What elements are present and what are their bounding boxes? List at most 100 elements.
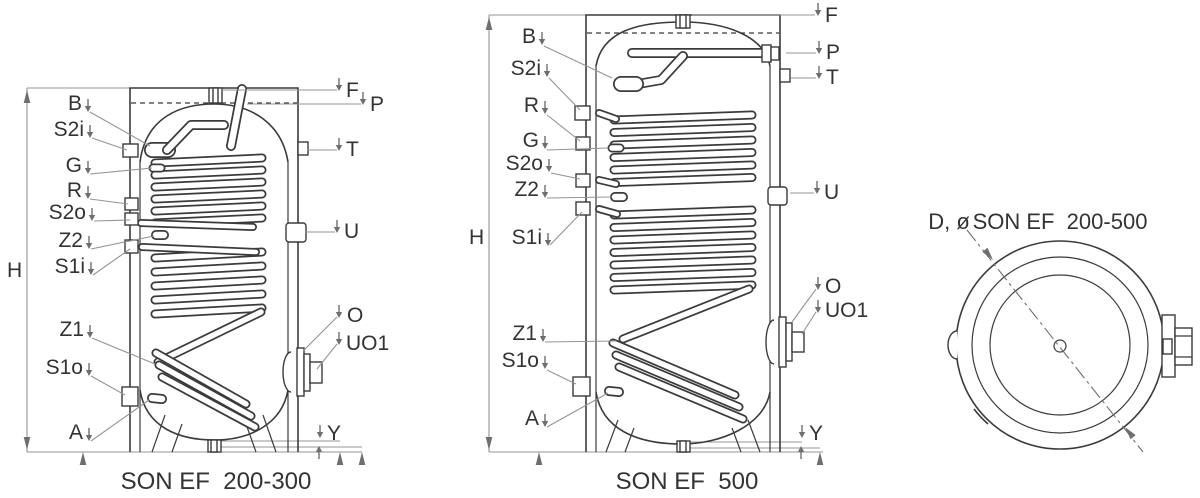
port-s2i-nozzle xyxy=(574,105,591,121)
down-arrow-icon xyxy=(85,362,93,377)
port-label-o: O xyxy=(347,304,363,327)
caption-top-view: SON EF 200-500 xyxy=(973,209,1148,234)
port-s2o-nozzle xyxy=(575,173,591,188)
down-arrow-icon xyxy=(541,413,549,428)
port-label-a: A xyxy=(69,421,83,444)
down-arrow-icon xyxy=(798,424,806,439)
lower-coil-small xyxy=(150,247,267,319)
port-label-z1: Z1 xyxy=(512,322,537,345)
port-label-f: F xyxy=(825,4,838,27)
dimension-lines-large xyxy=(485,14,824,465)
upper-coil-large xyxy=(609,110,757,187)
port-s1i-nozzle xyxy=(575,201,591,216)
outer-shell-circle xyxy=(955,240,1165,450)
down-arrow-icon xyxy=(541,355,549,370)
down-arrow-icon xyxy=(84,98,92,113)
inner-tank-circle xyxy=(989,274,1131,416)
down-arrow-icon xyxy=(85,235,93,250)
port-label-t: T xyxy=(346,138,359,161)
port-label-uo1: UO1 xyxy=(346,332,389,355)
dim-label-h: H xyxy=(469,226,484,249)
port-t-nozzle xyxy=(779,68,791,83)
down-arrow-icon xyxy=(359,91,367,106)
port-u-connector xyxy=(767,186,788,206)
top-view-200-500: D, ø SON EF 200-500 xyxy=(928,209,1193,453)
port-label-u: U xyxy=(344,220,359,243)
side-tab xyxy=(947,330,958,360)
port-label-z2: Z2 xyxy=(58,229,83,252)
down-arrow-icon xyxy=(84,185,92,200)
port-label-uo1: UO1 xyxy=(825,299,868,322)
baseline-arrow-icon xyxy=(816,452,824,465)
port-label-b: B xyxy=(68,92,82,115)
baseline-arrow-icon xyxy=(535,452,543,465)
down-arrow-icon xyxy=(814,276,822,291)
upper-coil-small xyxy=(150,153,267,228)
port-label-y: Y xyxy=(327,422,341,445)
tank-body-small xyxy=(129,84,299,453)
port-u-connector xyxy=(285,222,307,243)
down-arrow-icon xyxy=(815,65,823,80)
dim-arrow-down-icon xyxy=(23,437,31,450)
front-view-500: B S2i R G S2o Z2 S1i Z1 S1o A H F P xyxy=(469,2,868,495)
leader-lines-small xyxy=(89,89,361,442)
down-arrow-icon xyxy=(335,331,343,346)
down-arrow-icon xyxy=(84,160,92,175)
lower-coil-large xyxy=(609,205,757,295)
down-arrow-icon xyxy=(538,31,546,46)
port-label-s1o: S1o xyxy=(46,356,83,379)
down-arrow-icon xyxy=(815,40,823,55)
heater-flange-small xyxy=(144,120,229,158)
dim-arrow-up-icon xyxy=(23,90,31,103)
port-label-s1i: S1i xyxy=(512,226,542,249)
down-arrow-icon xyxy=(86,124,94,139)
down-arrow-icon xyxy=(335,77,343,92)
down-arrow-icon xyxy=(333,219,341,234)
port-a-socket xyxy=(604,386,624,397)
down-arrow-icon xyxy=(316,424,324,439)
caption-large-tank: SON EF 500 xyxy=(616,468,759,495)
port-label-z1: Z1 xyxy=(59,318,84,341)
down-arrow-icon xyxy=(86,324,94,339)
port-label-f: F xyxy=(346,79,359,102)
port-label-a: A xyxy=(525,407,539,430)
baseline-arrow-icon xyxy=(336,452,344,465)
down-arrow-icon xyxy=(335,304,343,319)
port-label-s1i: S1i xyxy=(55,255,85,278)
down-arrow-icon xyxy=(543,63,551,78)
down-arrow-icon xyxy=(541,100,549,115)
port-label-s1o: S1o xyxy=(502,349,539,372)
insulation-circle xyxy=(971,256,1149,434)
port-label-g: G xyxy=(523,129,539,152)
flange-plate xyxy=(296,347,305,397)
port-a-socket xyxy=(147,393,167,404)
flange-boss xyxy=(791,331,805,353)
down-arrow-icon xyxy=(87,261,95,276)
labels-large: B S2i R G S2o Z2 S1i Z1 S1o A H F P xyxy=(469,2,868,495)
dim-label-h: H xyxy=(7,259,22,282)
port-label-s2i: S2i xyxy=(511,57,541,80)
port-s1o-nozzle xyxy=(121,386,139,407)
center-hole xyxy=(1053,339,1067,353)
down-arrow-icon xyxy=(335,137,343,152)
port-label-s2o: S2o xyxy=(49,201,86,224)
port-label-z2: Z2 xyxy=(514,178,539,201)
down-arrow-icon xyxy=(541,135,549,150)
fittings-large xyxy=(572,68,805,453)
flange-bump xyxy=(282,351,292,393)
fittings-small xyxy=(121,141,323,453)
caption-small-tank: SON EF 200-300 xyxy=(121,468,312,495)
down-arrow-icon xyxy=(813,180,821,195)
down-arrow-icon xyxy=(88,207,96,222)
labels-small: B S2i G R S2o Z2 S1i Z1 S1o A H F P xyxy=(7,77,389,495)
dimension-lines-small xyxy=(23,87,366,465)
flange-bump xyxy=(765,319,775,365)
port-label-o: O xyxy=(825,275,841,298)
diameter-centerline xyxy=(966,229,1144,453)
diameter-arrow-icon xyxy=(982,247,996,263)
port-t-nozzle xyxy=(297,141,309,156)
tank-body-large xyxy=(585,14,781,453)
front-view-200-300: B S2i G R S2o Z2 S1i Z1 S1o A H F P xyxy=(7,77,389,495)
down-arrow-icon xyxy=(539,328,547,343)
